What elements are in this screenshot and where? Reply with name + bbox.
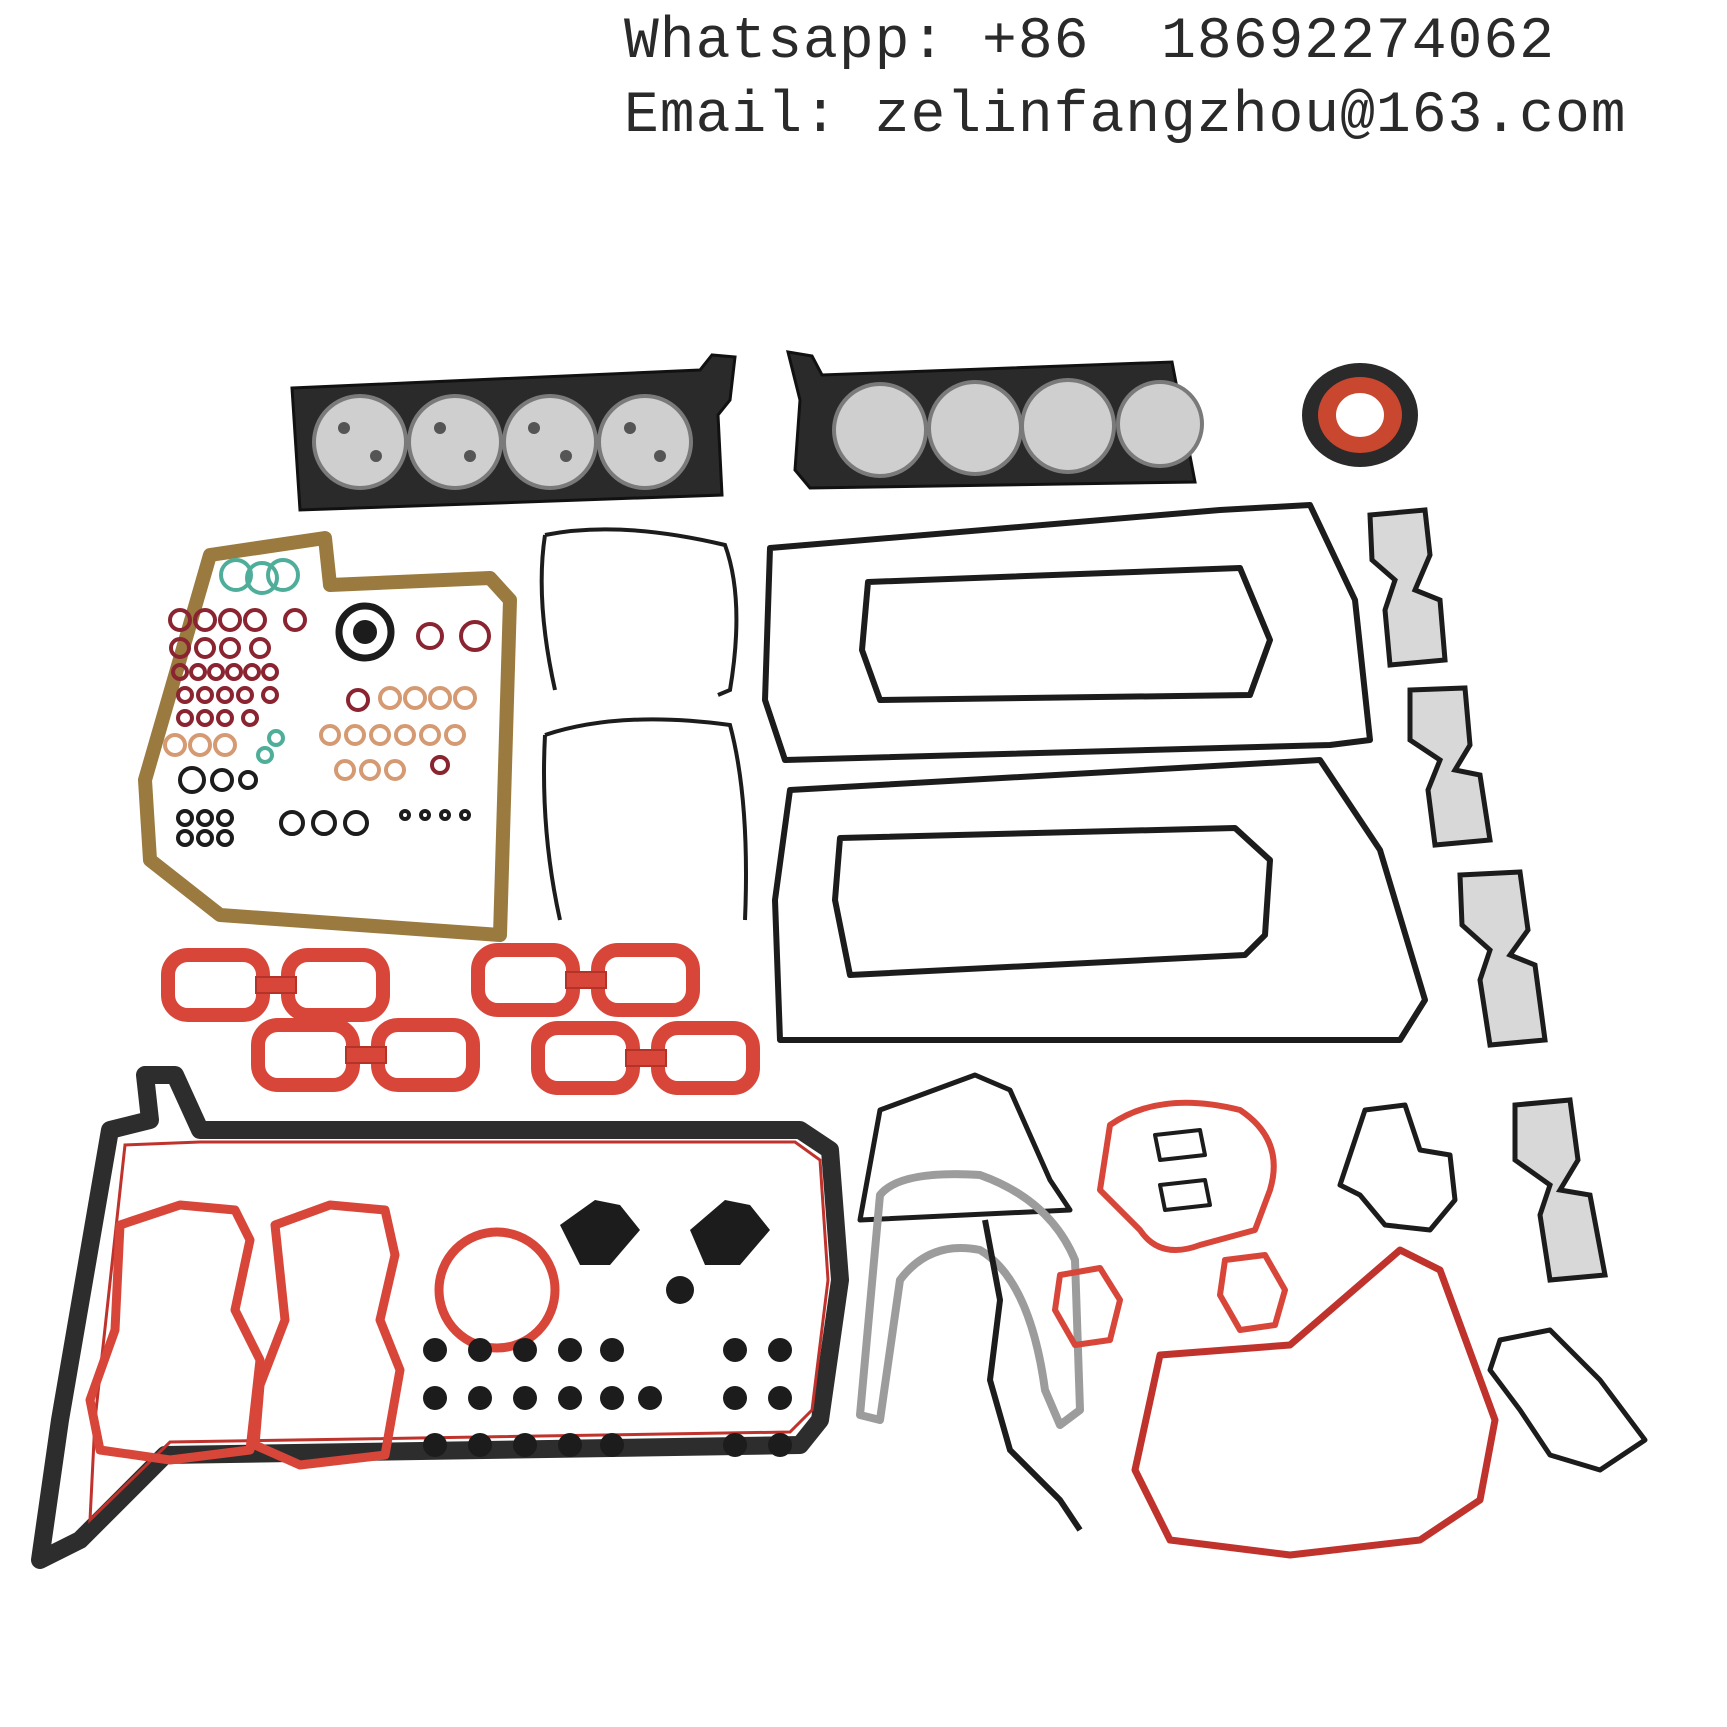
front-cover-gaskets [856,1072,1648,1559]
oil-pan-gasket-olive [138,531,517,942]
intake-manifold-gaskets [161,943,760,1095]
valve-stem-seals [423,1200,792,1457]
cylinder-head-gasket-left [290,353,737,512]
email-contact: Email: zelinfangzhou@163.com [624,84,1627,149]
oil-pan-baffle-gaskets [85,1200,560,1470]
crankshaft-seal [1302,363,1418,467]
timing-cover-gaskets [539,527,748,921]
oil-pan-gasket-large [31,1066,849,1569]
cylinder-head-gasket-right [785,350,1204,490]
whatsapp-contact: Whatsapp: +86 18692274062 [624,10,1555,75]
o-ring-set [163,558,491,847]
exhaust-manifold-gaskets [1367,507,1608,1283]
valve-cover-gaskets [762,502,1428,1043]
